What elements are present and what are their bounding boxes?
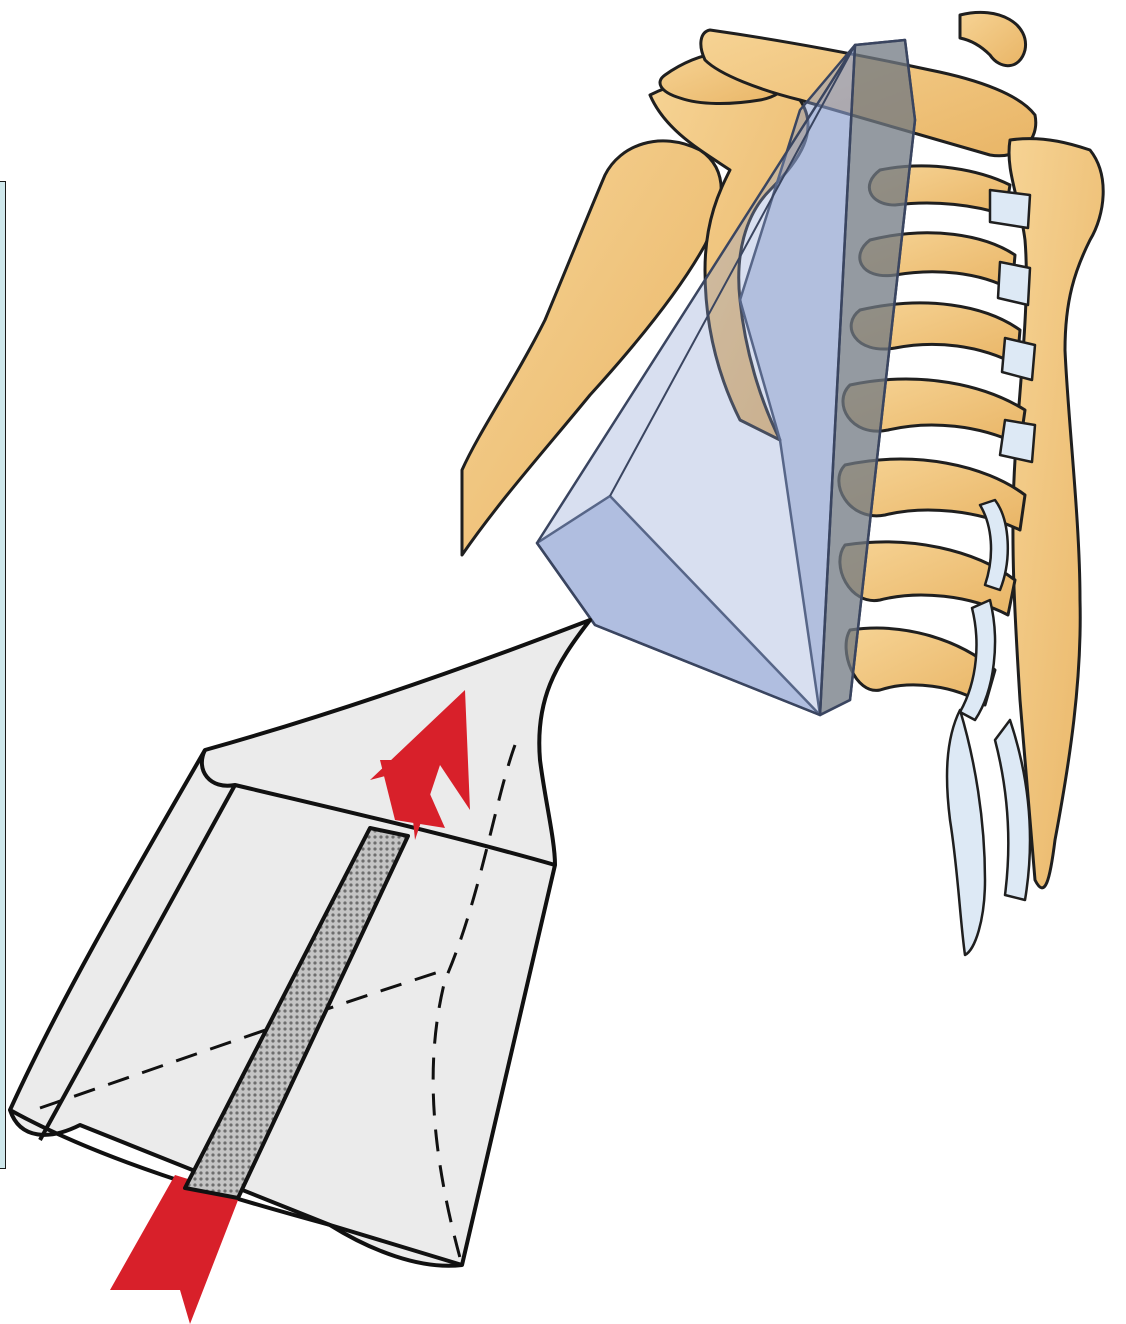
first-rib: [960, 12, 1026, 65]
axillary-sleeve: [10, 620, 590, 1266]
arrow-tail: [110, 1175, 240, 1324]
sleeve-body: [10, 620, 590, 1266]
